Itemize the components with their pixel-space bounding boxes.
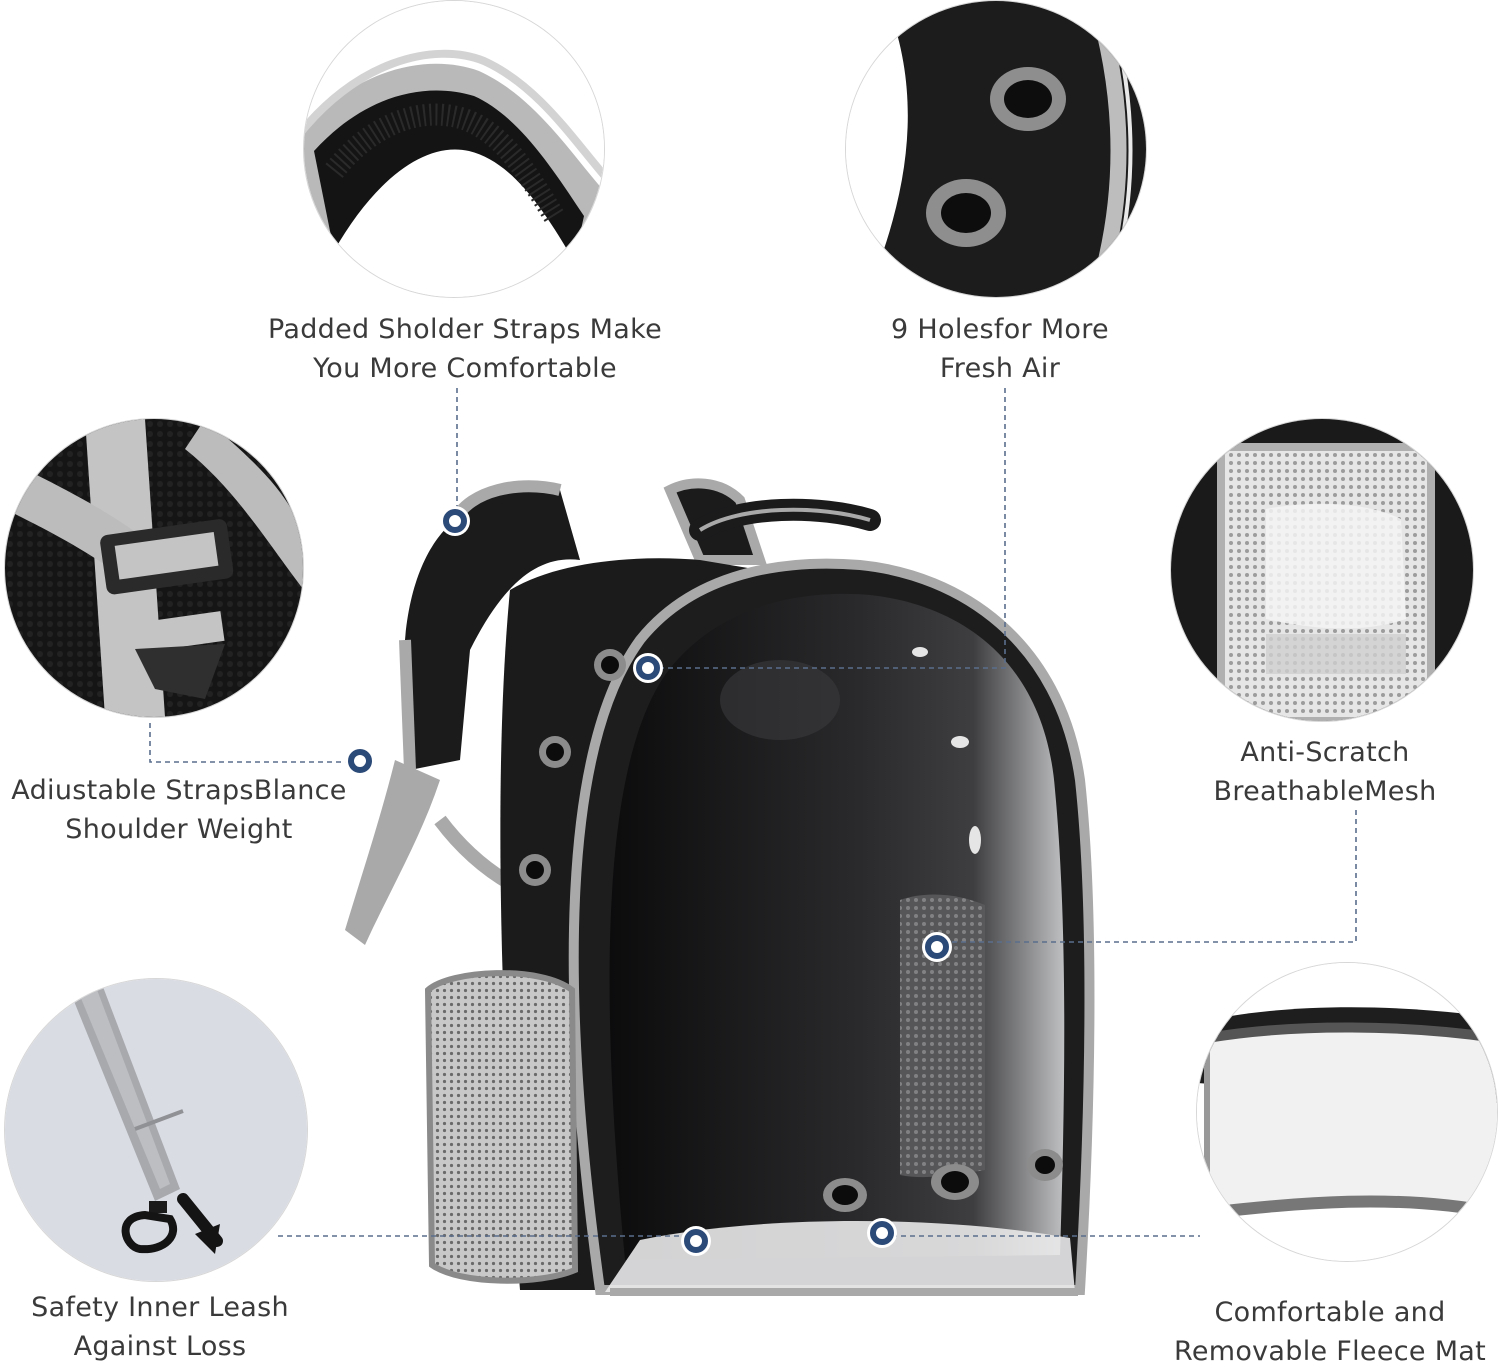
caption-air-holes: 9 Holesfor More Fresh Air bbox=[860, 310, 1140, 388]
marker-mesh bbox=[925, 935, 949, 959]
caption-leash: Safety Inner Leash Against Loss bbox=[10, 1288, 310, 1366]
caption-line: Removable Fleece Mat bbox=[1173, 1336, 1487, 1367]
caption-line: Fresh Air bbox=[939, 353, 1061, 384]
caption-padded-straps: Padded Sholder Straps Make You More Comf… bbox=[250, 310, 680, 388]
caption-mesh: Anti-Scratch BreathableMesh bbox=[1195, 733, 1455, 811]
strap-detail-circle bbox=[303, 0, 605, 298]
marker-adjustable-straps bbox=[348, 749, 372, 773]
fleece-mat-icon bbox=[1197, 963, 1497, 1261]
caption-line: 9 Holesfor More bbox=[891, 314, 1109, 345]
caption-line: BreathableMesh bbox=[1213, 776, 1437, 807]
marker-padded-straps bbox=[443, 509, 467, 533]
caption-line: Anti-Scratch bbox=[1240, 737, 1410, 768]
caption-fleece-mat: Comfortable and Removable Fleece Mat bbox=[1165, 1293, 1495, 1371]
caption-line: Shoulder Weight bbox=[65, 814, 293, 845]
caption-line: Padded Sholder Straps Make bbox=[267, 314, 662, 345]
caption-adjustable-straps: Adiustable StrapsBlance Shoulder Weight bbox=[0, 771, 358, 849]
marker-fleece-mat bbox=[870, 1221, 894, 1245]
caption-line: Adiustable StrapsBlance bbox=[11, 775, 347, 806]
leash-clip-icon bbox=[5, 979, 307, 1281]
padded-strap-icon bbox=[304, 1, 604, 297]
caption-line: Comfortable and bbox=[1214, 1297, 1446, 1328]
caption-line: You More Comfortable bbox=[313, 353, 617, 384]
caption-line: Against Loss bbox=[73, 1331, 247, 1362]
mat-detail-circle bbox=[1196, 962, 1498, 1262]
marker-leash bbox=[684, 1229, 708, 1253]
strap-buckle-icon bbox=[5, 419, 303, 717]
leash-detail-circle bbox=[4, 978, 308, 1282]
buckle-detail-circle bbox=[4, 418, 304, 718]
caption-line: Safety Inner Leash bbox=[31, 1292, 289, 1323]
marker-air-holes bbox=[636, 656, 660, 680]
mesh-panel-icon bbox=[1171, 419, 1473, 721]
mesh-detail-circle bbox=[1170, 418, 1474, 722]
